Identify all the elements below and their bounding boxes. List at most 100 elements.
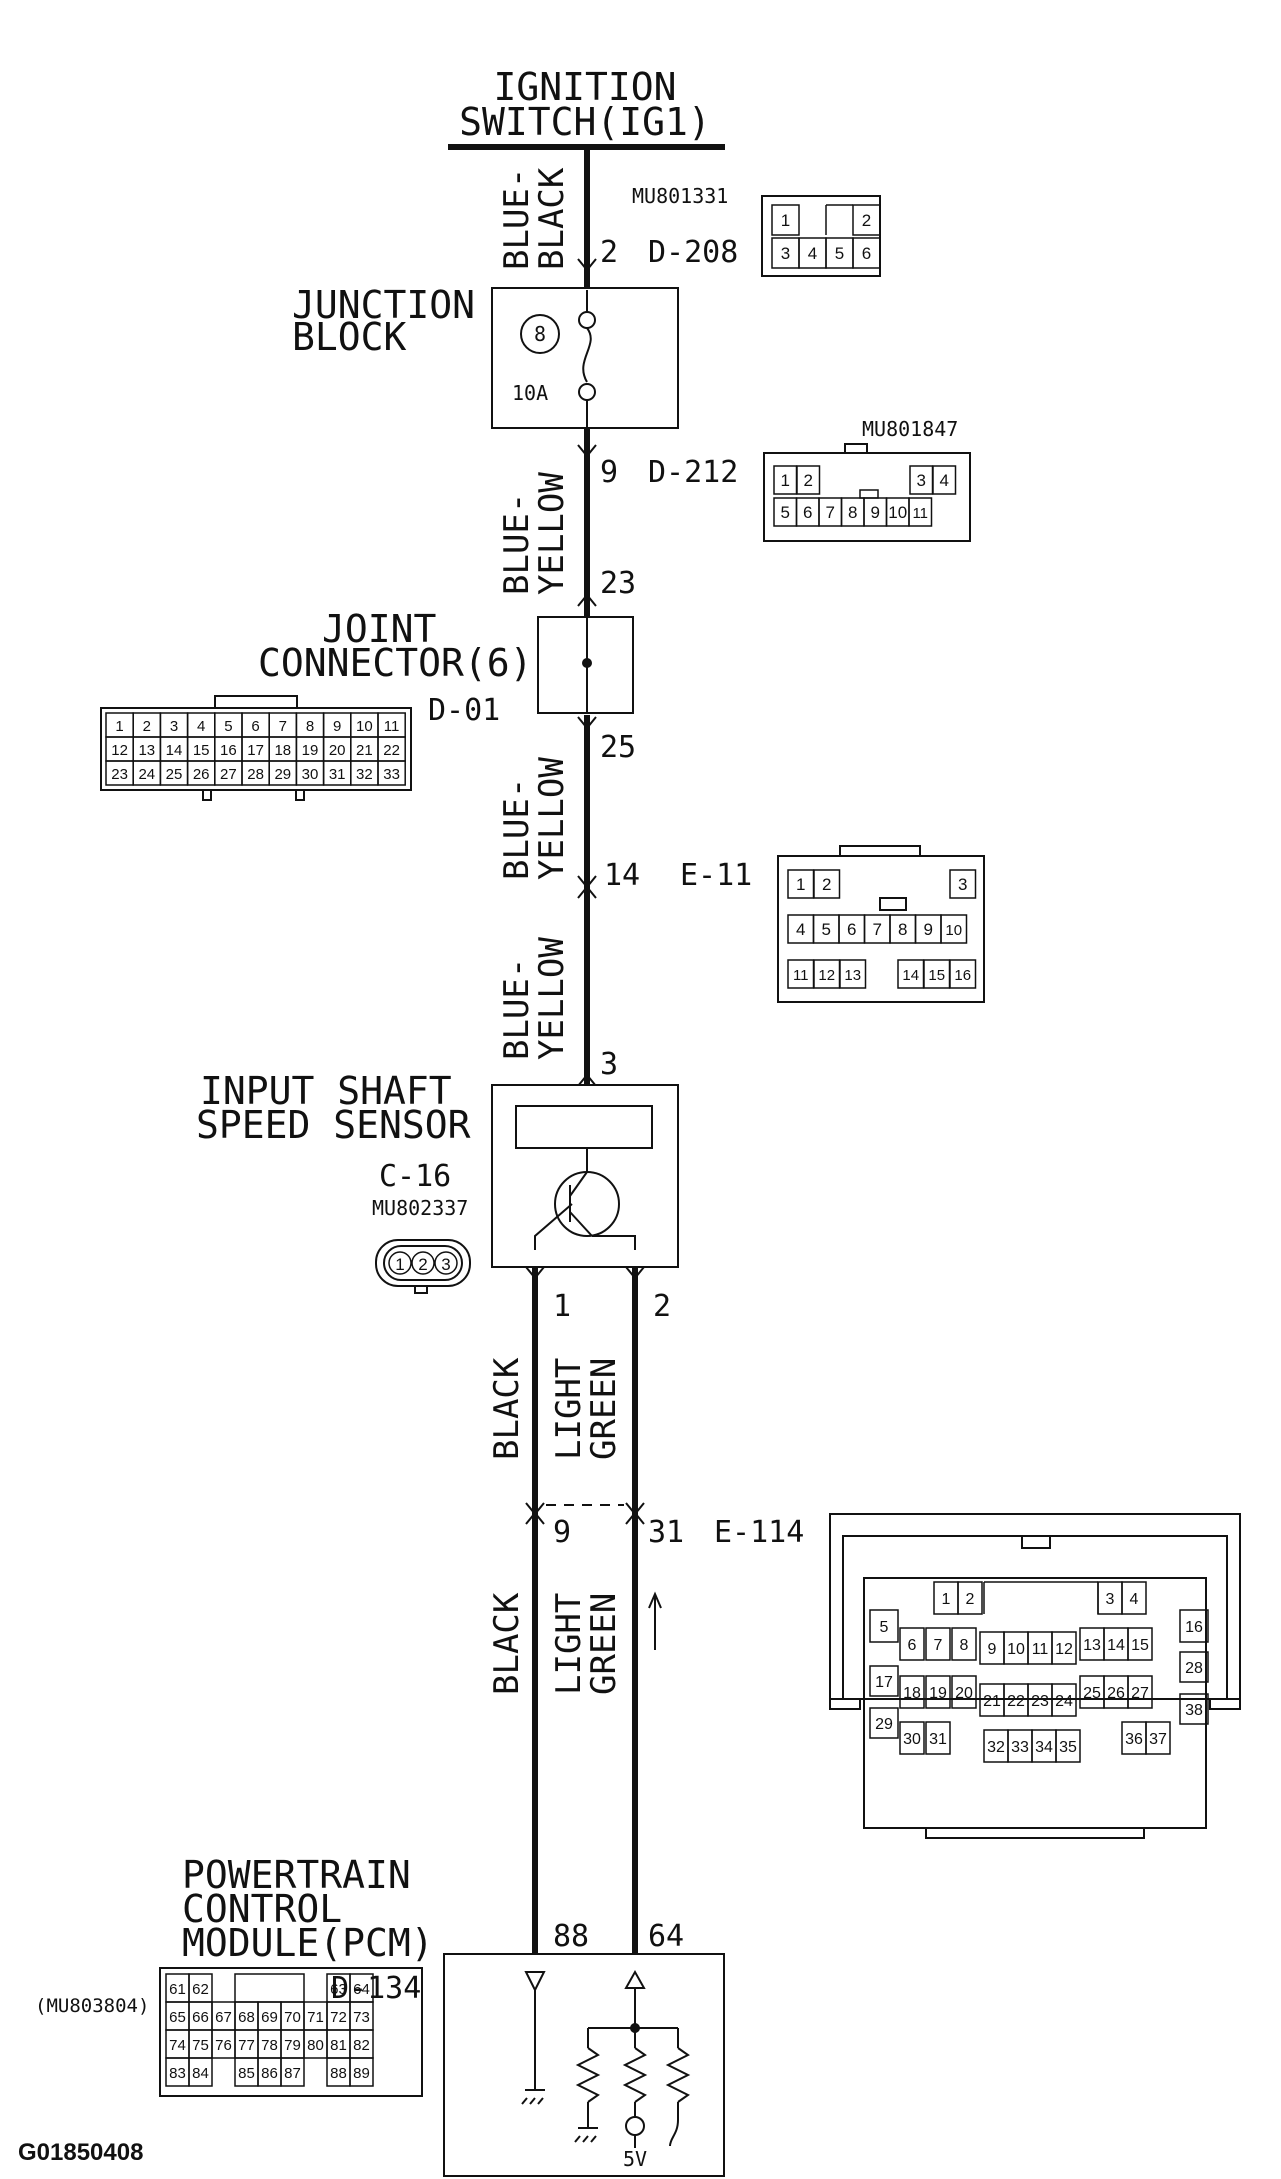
wire-label-blue-yellow-6: YELLOW xyxy=(532,937,572,1060)
connector-d01-pin-16: 16 xyxy=(214,736,243,762)
connector-d01-pin-5: 5 xyxy=(214,712,243,738)
connector-e114-pin-32: 32 xyxy=(983,1729,1009,1763)
connector-e114-pin-35: 35 xyxy=(1055,1729,1081,1763)
connector-e11-pin-16: 16 xyxy=(949,959,977,989)
svg-text:27: 27 xyxy=(1131,1685,1149,1702)
connector-d212-pin-8: 8 xyxy=(840,497,865,527)
svg-text:87: 87 xyxy=(284,2065,301,2082)
connector-d134-pin-78: 78 xyxy=(257,2029,282,2059)
connector-d01-pin-4: 4 xyxy=(186,712,216,738)
pin-9-e114: 9 xyxy=(553,1515,571,1550)
svg-text:17: 17 xyxy=(247,742,264,759)
svg-text:37: 37 xyxy=(1149,1731,1167,1748)
connector-d01-pin-21: 21 xyxy=(350,736,379,762)
connector-d134-pin-81: 81 xyxy=(326,2029,351,2059)
svg-text:24: 24 xyxy=(138,766,155,783)
svg-text:14: 14 xyxy=(1107,1637,1125,1654)
svg-text:33: 33 xyxy=(383,766,400,783)
connector-e114-pin-22: 22 xyxy=(1003,1683,1029,1717)
svg-text:7: 7 xyxy=(279,718,287,735)
svg-text:11: 11 xyxy=(912,505,928,522)
sensor-part: MU802337 xyxy=(372,1196,468,1220)
connector-e114-pin-27: 27 xyxy=(1127,1675,1153,1709)
ground-icon-2 xyxy=(574,2135,597,2143)
connector-d134-pin-70: 70 xyxy=(280,2001,305,2031)
wire-label-light-green-upper-2: GREEN xyxy=(584,1358,624,1460)
signal-direction-arrow xyxy=(648,1591,662,1650)
svg-text:6: 6 xyxy=(862,244,871,263)
connector-d134-pin-82: 82 xyxy=(349,2029,374,2059)
connector-e114-pin-21: 21 xyxy=(979,1683,1005,1717)
connector-e114-pin-23: 23 xyxy=(1027,1683,1053,1717)
connector-d212-part: MU801847 xyxy=(862,417,958,441)
pcm-part-number: (MU803804) xyxy=(35,1995,149,2017)
wire-label-blue-black-1: BLUE- xyxy=(497,168,537,270)
svg-text:3: 3 xyxy=(958,875,967,894)
svg-text:28: 28 xyxy=(247,766,264,783)
svg-text:9: 9 xyxy=(924,920,933,939)
joint-label-2: CONNECTOR(6) xyxy=(258,641,533,685)
wire-label-light-green-lower-1: LIGHT xyxy=(549,1593,589,1695)
svg-text:1: 1 xyxy=(942,1591,951,1608)
svg-text:80: 80 xyxy=(307,2037,324,2054)
svg-text:27: 27 xyxy=(220,766,237,783)
junction-label-2: BLOCK xyxy=(292,315,407,359)
wire-label-blue-yellow-3: BLUE- xyxy=(497,778,537,880)
svg-text:30: 30 xyxy=(302,766,319,783)
svg-text:12: 12 xyxy=(818,967,835,984)
connector-d208-pin-1: 1 xyxy=(771,204,800,236)
connector-d134-pin-80: 80 xyxy=(303,2029,328,2059)
connector-e114-pin-38: 38 xyxy=(1179,1693,1209,1725)
connector-c16-pin-2: 2 xyxy=(411,1251,435,1275)
svg-text:38: 38 xyxy=(1185,1702,1203,1719)
connector-e11-pin-7: 7 xyxy=(863,914,891,944)
connector-d134-pin-69: 69 xyxy=(257,2001,282,2031)
connector-d01-pin-19: 19 xyxy=(295,736,325,762)
svg-text:66: 66 xyxy=(192,2009,209,2026)
svg-text:30: 30 xyxy=(903,1731,921,1748)
svg-text:76: 76 xyxy=(215,2037,232,2054)
resistor-icon-3 xyxy=(665,2047,691,2103)
svg-text:7: 7 xyxy=(934,1637,943,1654)
svg-text:74: 74 xyxy=(169,2037,186,2054)
svg-text:10: 10 xyxy=(888,503,907,522)
connector-e11-pin-10: 10 xyxy=(940,914,968,944)
connector-d134-pin-62: 62 xyxy=(188,1973,213,2003)
joint-connector: JOINT CONNECTOR(6) D-01 xyxy=(258,607,634,728)
connector-e114-pin-1: 1 xyxy=(933,1581,959,1615)
connector-d134-pin-79: 79 xyxy=(280,2029,305,2059)
svg-text:5: 5 xyxy=(835,244,844,263)
svg-text:29: 29 xyxy=(875,1716,893,1733)
wire-label-light-green-upper-1: LIGHT xyxy=(549,1358,589,1460)
connector-d01-pin-2: 2 xyxy=(132,712,162,738)
svg-text:11: 11 xyxy=(1032,1641,1049,1658)
connector-d208-pin-6: 6 xyxy=(852,237,881,269)
wire-label-blue-black-2: BLACK xyxy=(532,167,572,270)
ignition-label-1: IGNITION xyxy=(493,65,676,109)
svg-text:9: 9 xyxy=(988,1641,997,1658)
connector-d01-pin-26: 26 xyxy=(186,760,216,786)
svg-text:13: 13 xyxy=(844,967,861,984)
connector-e114-pin-14: 14 xyxy=(1103,1627,1129,1661)
connector-d134-pin-73: 73 xyxy=(349,2001,374,2031)
connector-d212-pin-5: 5 xyxy=(773,497,798,527)
svg-text:2: 2 xyxy=(143,718,151,735)
svg-text:77: 77 xyxy=(238,2037,255,2054)
connector-d212-pin-6: 6 xyxy=(795,497,820,527)
svg-text:5: 5 xyxy=(224,718,232,735)
svg-text:16: 16 xyxy=(954,967,971,984)
connector-e114-pin-24: 24 xyxy=(1051,1683,1077,1717)
svg-text:25: 25 xyxy=(166,766,183,783)
svg-text:8: 8 xyxy=(848,503,857,522)
svg-text:34: 34 xyxy=(1035,1739,1053,1756)
connector-d01-pin-29: 29 xyxy=(268,760,298,786)
svg-text:3: 3 xyxy=(781,244,790,263)
svg-text:24: 24 xyxy=(1055,1693,1073,1710)
connector-e11-pin-15: 15 xyxy=(923,959,951,989)
wire-label-black-upper: BLACK xyxy=(487,1357,527,1460)
connector-d212-pin-10: 10 xyxy=(885,497,910,527)
svg-text:11: 11 xyxy=(793,967,809,984)
